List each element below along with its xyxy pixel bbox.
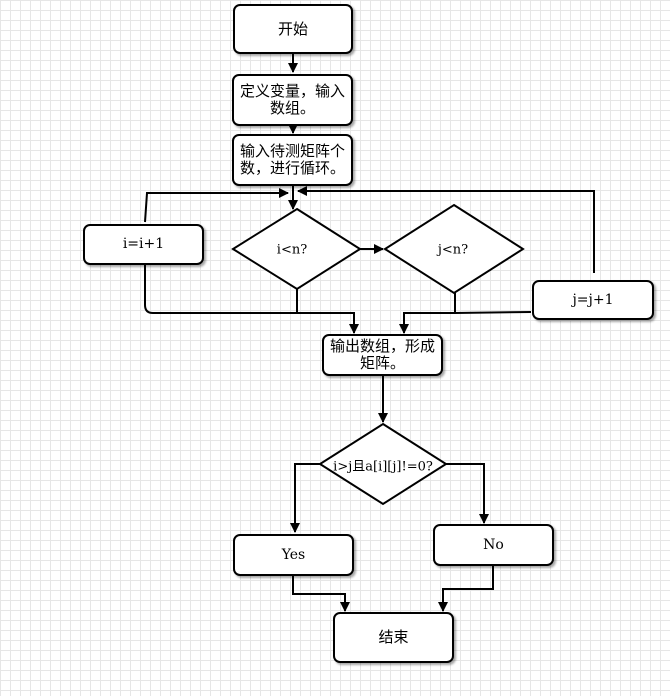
- i-increment-node: i=i+1: [83, 224, 204, 265]
- start-label: 开始: [277, 19, 308, 38]
- decision-i-lt-n: [231, 207, 362, 291]
- arrow-cond-to-yes: [290, 463, 320, 533]
- decision-main-label: i>j且a[i][j]!=0?: [333, 459, 433, 475]
- end-label: 结束: [378, 628, 409, 646]
- end-node: 结束: [333, 612, 454, 663]
- path-i-inc-down: [144, 265, 296, 314]
- input-count-node: 输入待测矩阵个数，进行循环。: [232, 134, 353, 186]
- path-j-inc-branch: [454, 311, 532, 314]
- path-cond-j-down: [399, 293, 456, 334]
- no-node: No: [433, 524, 554, 566]
- decision-i-lt-n-label: i<n?: [276, 242, 308, 258]
- yes-label: Yes: [281, 546, 306, 563]
- define-variables-label: 定义变量，输入数组。: [239, 82, 345, 117]
- i-increment-label: i=i+1: [122, 236, 165, 252]
- path-cond-i-down: [296, 288, 359, 334]
- arrow-cond-to-no: [445, 463, 489, 524]
- arrow-yes-to-end: [292, 575, 350, 612]
- loop-i-inc: [144, 188, 289, 223]
- start-node: 开始: [233, 4, 353, 54]
- output-array-label: 输出数组，形成矩阵。: [329, 337, 435, 372]
- input-count-label: 输入待测矩阵个数，进行循环。: [239, 142, 345, 177]
- j-increment-label: j=j+1: [572, 291, 614, 308]
- decision-j-lt-n: [383, 203, 525, 295]
- yes-node: Yes: [233, 534, 354, 576]
- loop-j-inc: [297, 186, 595, 273]
- no-label: No: [483, 536, 504, 553]
- output-array-node: 输出数组，形成矩阵。: [322, 334, 443, 376]
- decision-j-lt-n-label: j<n?: [437, 242, 469, 258]
- define-variables-node: 定义变量，输入数组。: [232, 74, 353, 126]
- decision-main: [318, 422, 448, 506]
- j-increment-node: j=j+1: [532, 280, 654, 320]
- arrow-no-to-end: [438, 565, 494, 612]
